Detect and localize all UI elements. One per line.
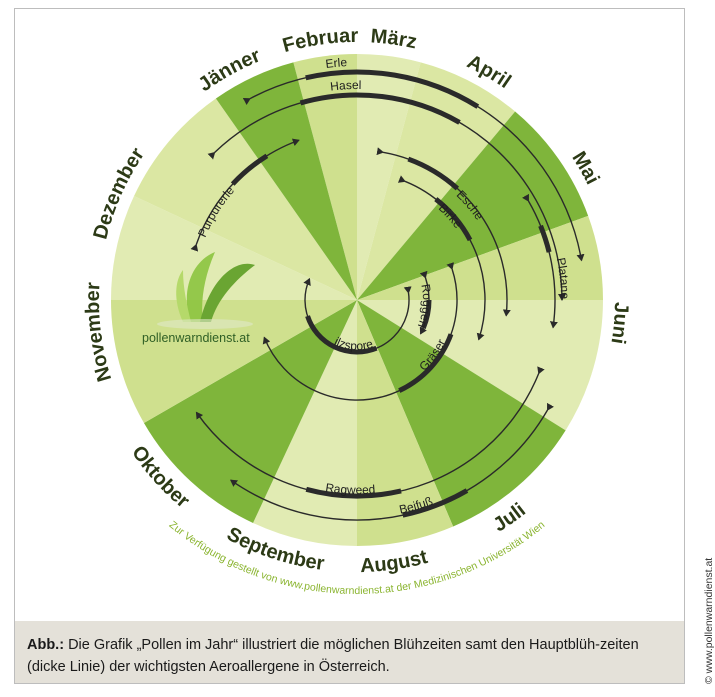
pollen-label: Platane <box>554 256 572 299</box>
pollen-main-season-arc <box>305 69 480 109</box>
pollen-label: Ragweed <box>325 481 376 498</box>
copyright-note: © www.pollenwarndienst.at <box>703 557 715 684</box>
pollen-main-season-arc <box>402 488 469 518</box>
pollen-label: Hasel <box>329 78 361 94</box>
logo-text: pollenwarndienst.at <box>142 331 250 345</box>
caption-text: Die Grafik „Pollen im Jahr“ illustriert … <box>27 637 639 675</box>
grass-leaf-icon <box>157 252 255 329</box>
pollen-main-season-arc <box>230 153 269 186</box>
pollen-season-arc <box>522 193 558 329</box>
month-label: Mai <box>567 148 603 188</box>
month-label: Februar <box>280 25 358 57</box>
pollen-main-season-arc <box>305 486 402 499</box>
logo: pollenwarndienst.at <box>142 252 255 345</box>
pollen-arcs <box>190 69 585 521</box>
pollen-main-season-arc <box>538 224 552 253</box>
pollen-main-season-arc <box>305 315 378 355</box>
caption-prefix: Abb.: <box>27 637 65 653</box>
pollen-main-season-arc <box>434 197 473 242</box>
month-label: Juni <box>606 302 632 346</box>
pollen-label: Erle <box>325 55 348 71</box>
caption-box: Abb.: Die Grafik „Pollen im Jahr“ illust… <box>15 621 684 683</box>
month-label: August <box>360 546 430 577</box>
month-label: November <box>82 281 116 383</box>
pollen-season-arc <box>397 175 486 341</box>
pollen-main-season-arc <box>299 92 461 125</box>
month-label: März <box>370 25 419 53</box>
month-label: Juli <box>489 499 529 536</box>
